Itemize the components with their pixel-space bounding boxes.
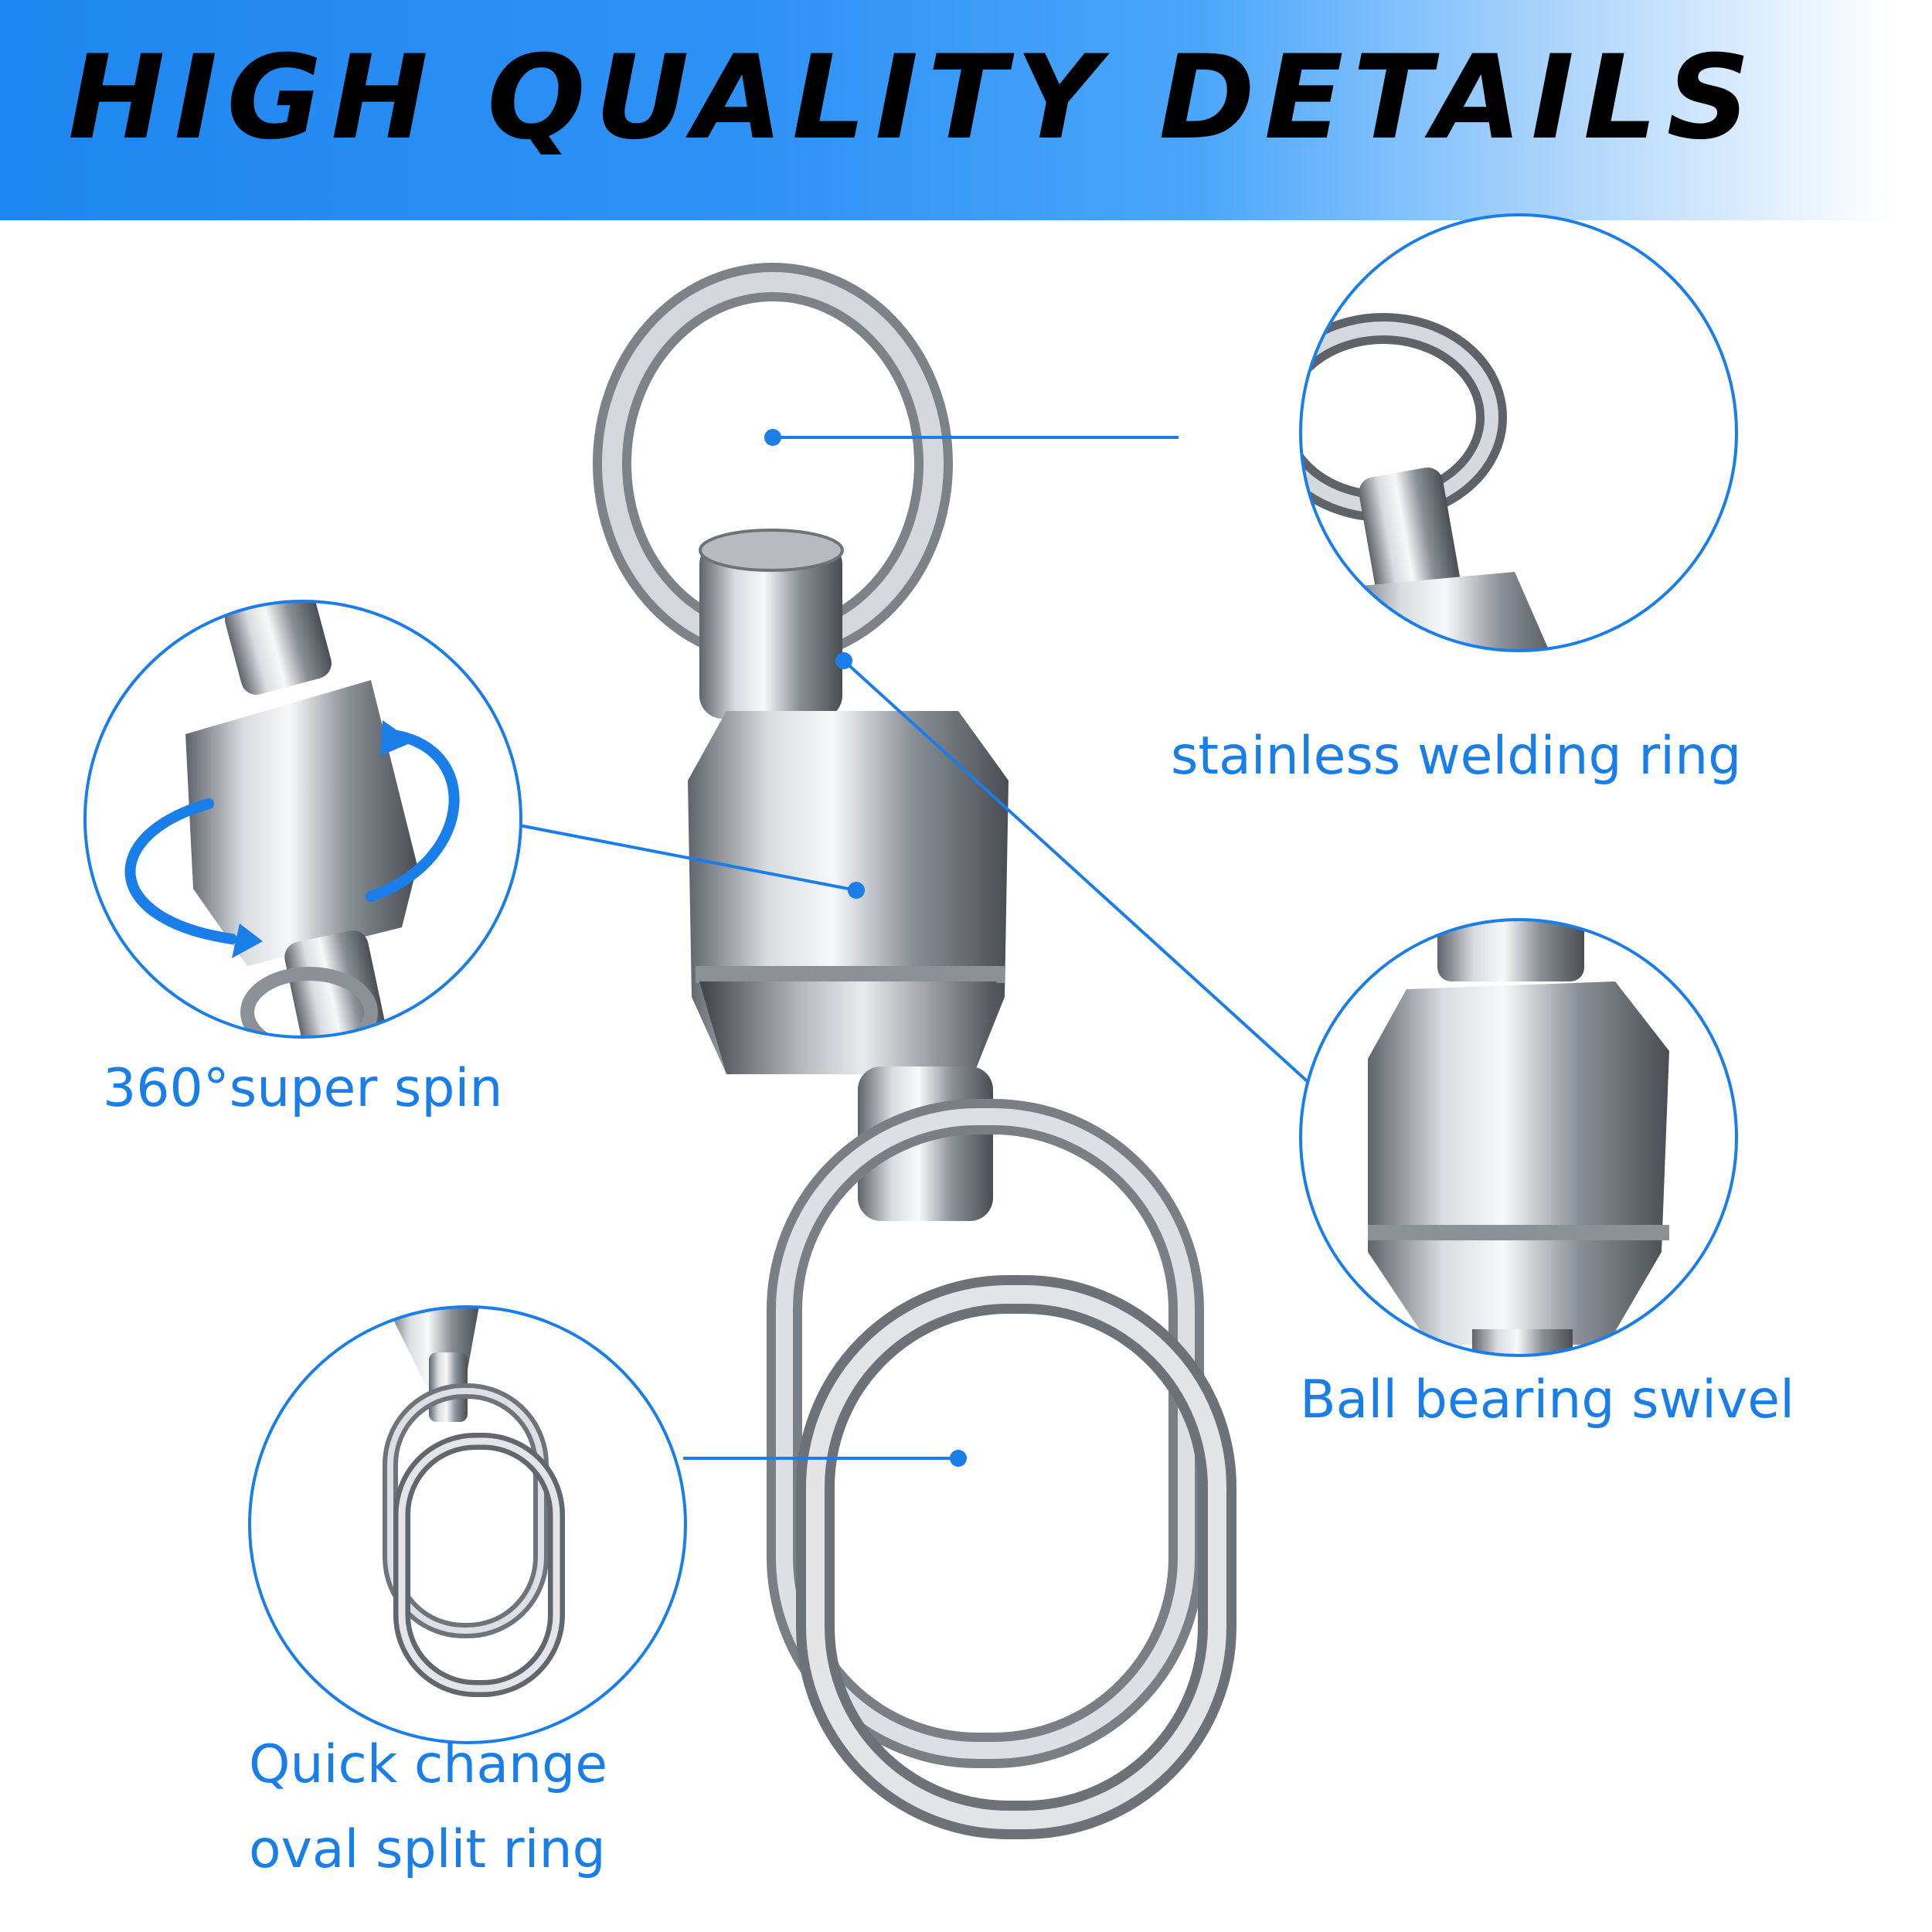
banner-title: HIGH QUALITY DETAILS bbox=[68, 31, 1760, 165]
detail-circle-welding-ring bbox=[1299, 213, 1738, 652]
main-oval-split-ring bbox=[767, 1099, 1236, 1839]
callout-connectors bbox=[519, 429, 1314, 1467]
header-banner: HIGH QUALITY DETAILS bbox=[0, 0, 1932, 220]
detail-circle-ball-bearing bbox=[1299, 918, 1738, 1357]
detail-circle-split-ring bbox=[248, 1305, 687, 1744]
super-spin-label: 360°super spin bbox=[103, 1058, 503, 1119]
ball-bearing-label: Ball bearing swivel bbox=[1300, 1369, 1795, 1430]
welding-ring-label: stainless welding ring bbox=[1171, 726, 1742, 787]
detail-circle-super-spin bbox=[83, 600, 522, 1039]
split-ring-label-line1: Quick change bbox=[249, 1734, 608, 1795]
rotation-arrow-icon bbox=[124, 720, 460, 958]
split-ring-label-line2: oval split ring bbox=[249, 1819, 606, 1880]
